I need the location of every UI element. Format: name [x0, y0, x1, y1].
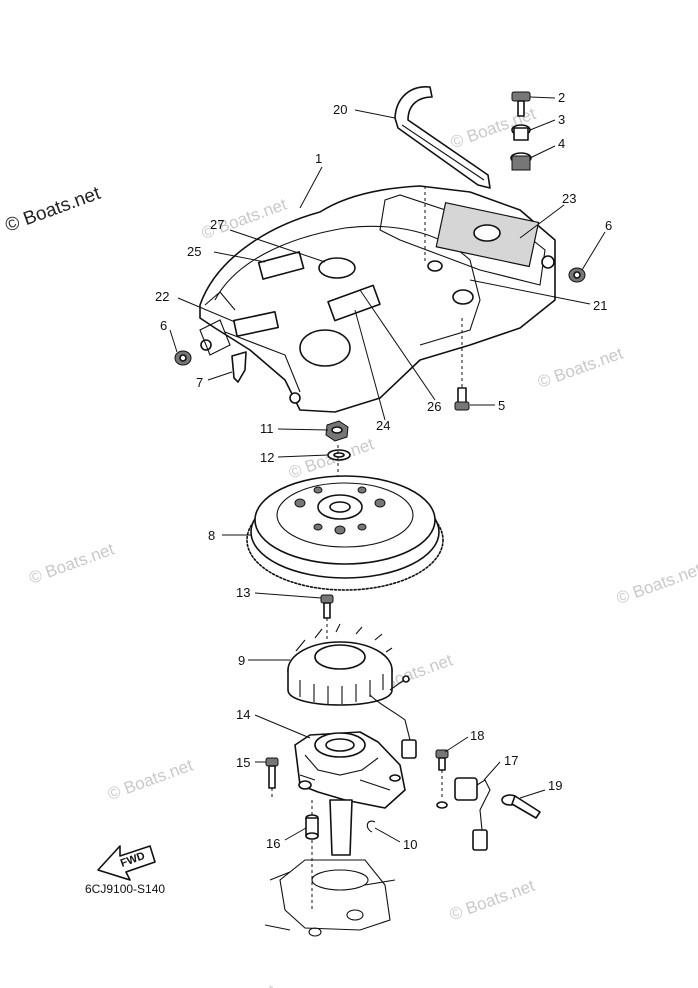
leader-lines	[169, 96, 606, 843]
callout-3: 3	[558, 112, 565, 127]
callout-6b: 6	[160, 318, 167, 333]
callout-17: 17	[504, 753, 518, 768]
callout-14: 14	[236, 707, 250, 722]
fwd-arrow: FWD	[97, 845, 156, 881]
callout-18: 18	[470, 728, 484, 743]
base-bolt	[265, 757, 279, 800]
cover-bolt	[454, 318, 470, 411]
callout-8: 8	[208, 528, 215, 543]
stator-base	[294, 731, 406, 809]
circlip	[366, 820, 376, 833]
watermark-text: © Boats.net	[614, 560, 698, 608]
callout-7: 7	[196, 375, 203, 390]
callout-24: 24	[376, 418, 390, 433]
watermark-text: © Boats.net	[535, 344, 625, 392]
pulser-screw	[435, 749, 449, 809]
flywheel-cover	[199, 185, 556, 413]
callout-19: 19	[548, 778, 562, 793]
callout-25: 25	[187, 244, 201, 259]
callout-13: 13	[236, 585, 250, 600]
watermark-text: © Boats.net	[105, 755, 195, 803]
callout-4: 4	[558, 136, 565, 151]
diagram-code: 6CJ9100-S140	[85, 882, 165, 896]
stator	[287, 623, 417, 759]
collar	[305, 800, 319, 910]
callout-5: 5	[498, 398, 505, 413]
flywheel-washer	[327, 449, 351, 461]
callout-15: 15	[236, 755, 250, 770]
callout-22: 22	[155, 289, 169, 304]
watermark-text: © Boats.net	[447, 876, 537, 924]
callout-16: 16	[266, 836, 280, 851]
pulser-coil	[454, 777, 491, 851]
callouts: 1 2 3 4 5 6 6 7 8 9 10 11 12 13 14 15 16…	[155, 90, 612, 852]
callout-27: 27	[210, 217, 224, 232]
watermark-text: © Boats.net	[27, 539, 117, 587]
callout-21: 21	[593, 298, 607, 313]
callout-6a: 6	[605, 218, 612, 233]
flywheel-nut	[325, 420, 349, 442]
grommet-right	[568, 267, 586, 283]
grommet-left	[174, 350, 192, 366]
watermark-text: © Boats.net	[187, 981, 277, 988]
wire-harness-bracket	[394, 86, 491, 262]
callout-1: 1	[315, 151, 322, 166]
engine-block	[264, 799, 396, 937]
clip	[231, 351, 247, 383]
callout-9: 9	[238, 653, 245, 668]
watermark-main: © Boats.net	[3, 183, 104, 237]
callout-10: 10	[403, 837, 417, 852]
flywheel	[246, 475, 444, 591]
callout-26: 26	[427, 399, 441, 414]
wire-clamp	[501, 794, 541, 819]
callout-11: 11	[260, 421, 274, 436]
callout-20: 20	[333, 102, 347, 117]
callout-12: 12	[260, 450, 274, 465]
stator-bolt	[320, 594, 334, 655]
callout-2: 2	[558, 90, 565, 105]
bolt-grommet-stack	[510, 91, 532, 171]
callout-23: 23	[562, 191, 576, 206]
